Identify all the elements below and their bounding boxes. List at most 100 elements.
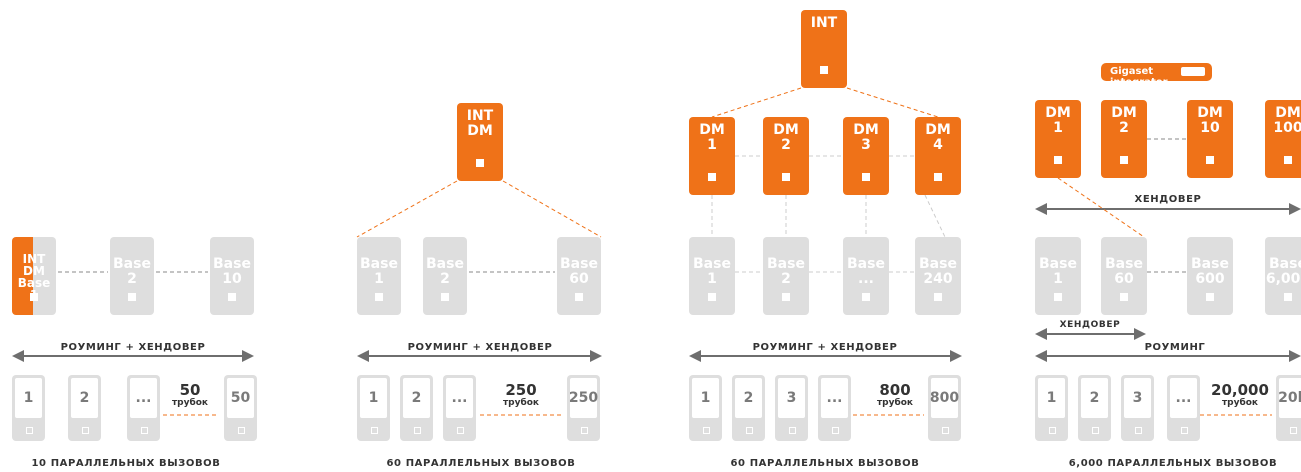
base-station-label: Base 2 bbox=[113, 256, 151, 287]
dm-device-label: DM 4 bbox=[925, 122, 951, 153]
handset: ... bbox=[127, 375, 160, 441]
dm-device: DM 100 bbox=[1265, 100, 1301, 178]
handset: ... bbox=[818, 375, 851, 441]
led-indicator bbox=[1284, 293, 1292, 301]
dm-device-label: DM 2 bbox=[1111, 105, 1137, 136]
connector-line bbox=[1057, 177, 1145, 238]
base-station: Base 240 bbox=[915, 237, 961, 315]
base-station: Base 1 bbox=[689, 237, 735, 315]
handset-display: 20k bbox=[1278, 378, 1301, 418]
handset-key bbox=[1134, 427, 1142, 434]
footer-parallel-calls: 60 ПАРАЛЛЕЛЬНЫХ ВЫЗОВОВ bbox=[386, 458, 576, 469]
handset-key bbox=[25, 427, 33, 434]
handset-display: 2 bbox=[1081, 378, 1108, 418]
dm-device: DM 2 bbox=[1101, 100, 1147, 178]
arrow-head bbox=[1289, 350, 1301, 362]
arrow-head bbox=[590, 350, 602, 362]
handset-key bbox=[788, 427, 796, 434]
base-station: Base 2 bbox=[110, 237, 154, 315]
handset-count-unit: трубок bbox=[502, 398, 540, 408]
led-indicator bbox=[862, 293, 870, 301]
base-station-label: Base 6,000 bbox=[1265, 256, 1301, 287]
handset: 3 bbox=[1121, 375, 1154, 441]
base-station: Base 2 bbox=[423, 237, 467, 315]
dm-device: DM 10 bbox=[1187, 100, 1233, 178]
base-station-label: INT DM Base 1 bbox=[17, 252, 51, 301]
base-station-label: Base 1 bbox=[693, 256, 731, 287]
led-indicator bbox=[934, 173, 942, 181]
arrow-label: РОУМИНГ + ХЕНДОВЕР bbox=[60, 342, 206, 353]
handset-display: 3 bbox=[1124, 378, 1151, 418]
handset-display: 250 bbox=[569, 378, 598, 418]
led-indicator bbox=[128, 293, 136, 301]
dm-device: DM 1 bbox=[1035, 100, 1081, 178]
handset: 1 bbox=[12, 375, 45, 441]
connector-line bbox=[924, 194, 946, 238]
handset-display: ... bbox=[1170, 378, 1197, 418]
connector-line bbox=[356, 180, 458, 238]
arrow-head bbox=[12, 350, 24, 362]
connector-line bbox=[711, 87, 802, 118]
led-indicator bbox=[1054, 156, 1062, 164]
handset-display: 2 bbox=[71, 378, 98, 418]
int-dm-device: INT DM bbox=[457, 103, 503, 181]
handset-display: 1 bbox=[1038, 378, 1065, 418]
dm-device-label: DM 3 bbox=[853, 122, 879, 153]
handset-key bbox=[580, 427, 588, 434]
led-indicator bbox=[862, 173, 870, 181]
base-station-label: Base 1 bbox=[360, 256, 398, 287]
handset-count-number: 20,000 bbox=[1211, 381, 1269, 399]
int-device: INT bbox=[801, 10, 847, 88]
arrow-head bbox=[689, 350, 701, 362]
led-indicator bbox=[476, 159, 484, 167]
handset: 2 bbox=[400, 375, 433, 441]
led-indicator bbox=[441, 293, 449, 301]
led-indicator bbox=[934, 293, 942, 301]
led-indicator bbox=[1206, 293, 1214, 301]
handset-key bbox=[1091, 427, 1099, 434]
arrow-head bbox=[1134, 328, 1146, 340]
dm-device: DM 3 bbox=[843, 117, 889, 195]
handover-small-label: ХЕНДОВЕР bbox=[1059, 320, 1121, 330]
handset: ... bbox=[443, 375, 476, 441]
arrow-head bbox=[1035, 328, 1047, 340]
base-station-label: Base 2 bbox=[767, 256, 805, 287]
integrator-indicator bbox=[1181, 67, 1205, 76]
handset-key bbox=[237, 427, 245, 434]
footer-parallel-calls: 60 ПАРАЛЛЕЛЬНЫХ ВЫЗОВОВ bbox=[730, 458, 920, 469]
base-station-label: Base 60 bbox=[560, 256, 598, 287]
handset-key bbox=[941, 427, 949, 434]
handset: 250 bbox=[567, 375, 600, 441]
handset-display: 1 bbox=[360, 378, 387, 418]
led-indicator bbox=[708, 293, 716, 301]
handset-key bbox=[831, 427, 839, 434]
handset: 800 bbox=[928, 375, 961, 441]
led-indicator bbox=[575, 293, 583, 301]
base-station: Base 1 bbox=[357, 237, 401, 315]
handset-key bbox=[1289, 427, 1297, 434]
handset-display: ... bbox=[446, 378, 473, 418]
handset-display: 800 bbox=[930, 378, 959, 418]
handset: 1 bbox=[357, 375, 390, 441]
base-station: Base ... bbox=[843, 237, 889, 315]
led-indicator bbox=[1284, 156, 1292, 164]
handset-display: 1 bbox=[15, 378, 42, 418]
arrow-head bbox=[1289, 203, 1301, 215]
handset-count-number: 800 bbox=[879, 381, 911, 399]
gigaset-integrator-label: Gigaset integrator bbox=[1110, 66, 1168, 88]
dm-device-label: DM 1 bbox=[1045, 105, 1071, 136]
base-station: Base 10 bbox=[210, 237, 254, 315]
led-indicator bbox=[375, 293, 383, 301]
handset-display: ... bbox=[130, 378, 157, 418]
handset: 2 bbox=[732, 375, 765, 441]
base-station: Base 1 bbox=[1035, 237, 1081, 315]
base-station: Base 600 bbox=[1187, 237, 1233, 315]
arrow-head bbox=[1035, 350, 1047, 362]
gigaset-integrator-badge: Gigaset integrator bbox=[1101, 63, 1212, 88]
led-indicator bbox=[782, 173, 790, 181]
handset-display: ... bbox=[821, 378, 848, 418]
